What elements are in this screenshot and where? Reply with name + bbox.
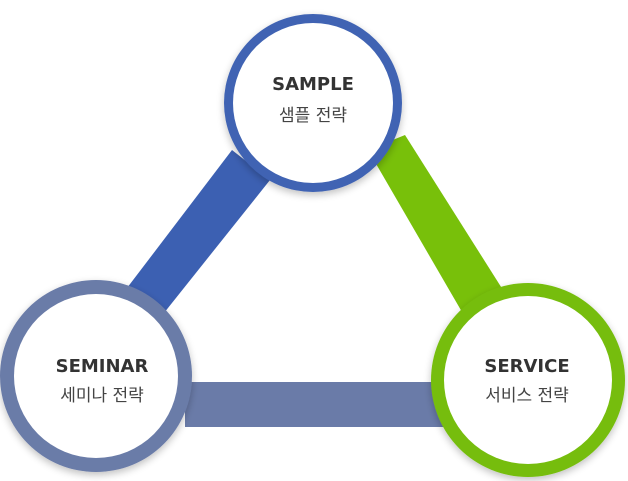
node-service-center <box>444 296 612 464</box>
connector-seminar-service <box>185 382 445 427</box>
node-sample <box>224 14 402 192</box>
node-seminar-center <box>14 294 178 458</box>
node-seminar-subtitle: 세미나 전략 <box>60 386 144 406</box>
node-service <box>431 283 625 477</box>
node-service-subtitle: 서비스 전략 <box>485 386 569 406</box>
node-service-title: SERVICE <box>484 356 569 377</box>
node-seminar <box>0 280 192 472</box>
node-sample-subtitle: 샘플 전략 <box>279 106 347 126</box>
connector-sample-service <box>368 135 503 312</box>
connector-sample-seminar <box>124 150 270 318</box>
node-sample-center <box>233 23 393 183</box>
node-seminar-title: SEMINAR <box>56 356 149 377</box>
node-sample-title: SAMPLE <box>272 74 354 95</box>
